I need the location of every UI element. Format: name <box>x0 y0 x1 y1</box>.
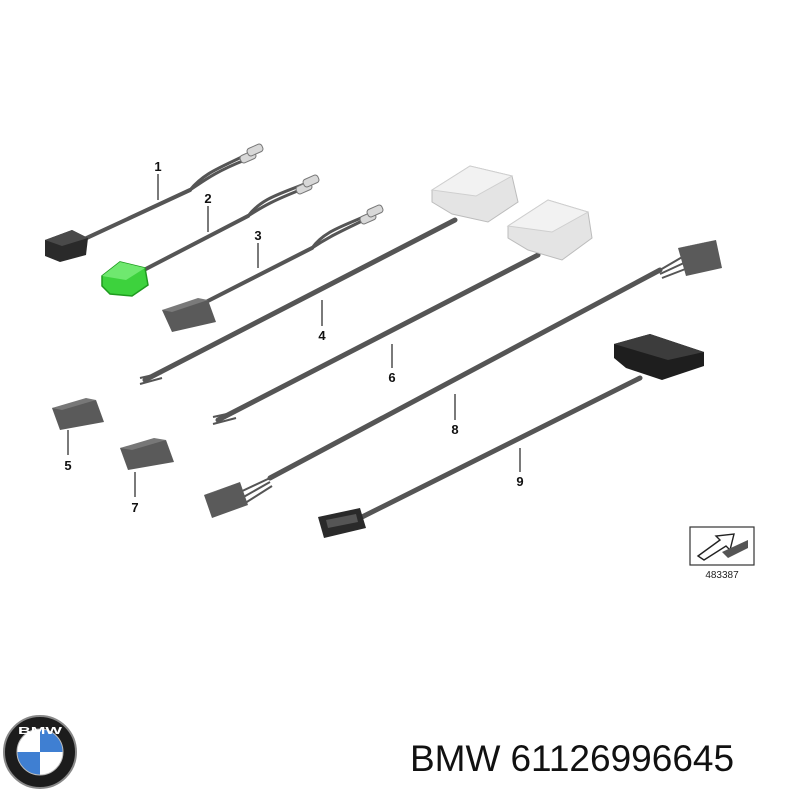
part-2-harness <box>101 174 320 297</box>
callout-3: 3 <box>254 228 261 243</box>
part-8-connector-left <box>204 482 248 518</box>
callout-8: 8 <box>451 422 458 437</box>
callout-9: 9 <box>516 474 523 489</box>
part-8-connector-right <box>678 240 722 276</box>
figure-reference: 483387 <box>689 526 755 581</box>
part-9-connector-right <box>614 334 704 380</box>
part-1-harness <box>45 143 264 262</box>
part-1-connector <box>45 230 88 262</box>
callout-5: 5 <box>64 458 71 473</box>
part-7-block <box>120 438 174 470</box>
callout-7: 7 <box>131 500 138 515</box>
part-8-harness <box>204 240 722 518</box>
part-9-harness <box>318 334 704 538</box>
part-3-connector <box>162 298 216 332</box>
brand-name: BMW <box>410 738 501 779</box>
part-6-harness <box>212 199 593 425</box>
figure-number: 483387 <box>705 570 739 581</box>
part-4-connector <box>430 165 519 223</box>
part-2-connector <box>101 261 149 297</box>
bmw-logo-letters: BMW <box>18 726 63 737</box>
callout-6: 6 <box>388 370 395 385</box>
arrow-fold-icon <box>696 533 748 561</box>
part-number: 61126996645 <box>510 738 735 779</box>
callout-4: 4 <box>318 328 326 343</box>
leader-lines <box>67 174 521 497</box>
part-3-harness <box>162 204 384 332</box>
part-5-block <box>52 398 104 430</box>
part-9-connector-left <box>318 508 366 538</box>
bmw-roundel-logo: BMW <box>3 715 77 789</box>
callout-2: 2 <box>204 191 211 206</box>
part-4-harness <box>139 165 519 385</box>
part-6-connector <box>506 199 593 261</box>
callout-1: 1 <box>154 159 161 174</box>
